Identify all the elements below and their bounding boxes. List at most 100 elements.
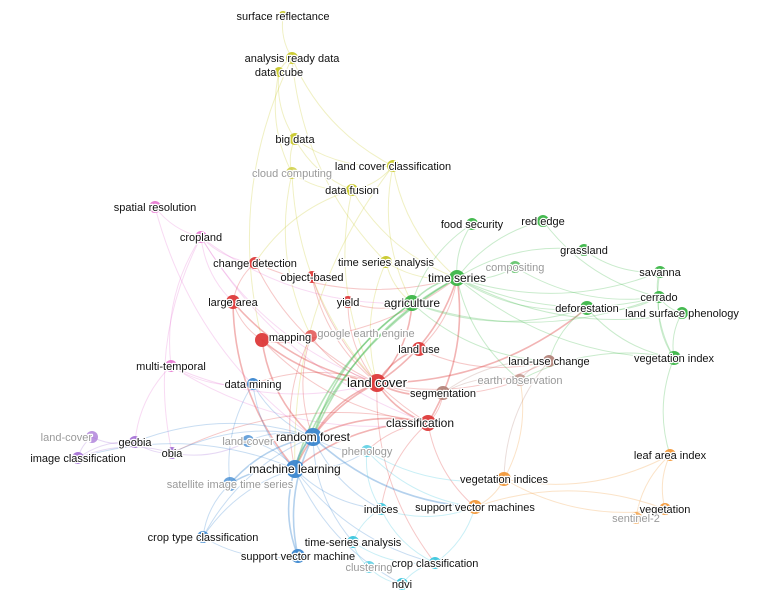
node-support-vector-machines[interactable] [468,500,482,514]
label-object-based: object-based [281,272,344,284]
node-sentinel-2[interactable] [630,512,642,524]
node-mapping[interactable] [255,333,269,347]
node-land-surface-phenology[interactable] [676,307,688,319]
edge-grassland-time-series [456,247,585,279]
node-cloud-computing[interactable] [286,167,298,179]
label-land-surface-phenology: land surface phenology [625,308,739,320]
edge-cropland-large-area [200,236,234,303]
label-savanna: savanna [639,267,681,279]
node-support-vector-machine[interactable] [291,549,305,563]
edge-cloud-computing-land-cover [291,172,378,384]
node-ndvi[interactable] [396,578,408,590]
node-geobia[interactable] [129,436,141,448]
edge-grassland-savanna [583,249,661,273]
edge-land-cover-classification-agriculture [387,165,413,304]
label-google-earth-engine: google earth engine [317,328,414,340]
label-crop-classification: crop classification [392,558,479,570]
node-time-series[interactable] [449,270,465,286]
edge-agriculture-cerrado [411,296,660,323]
node-data-cube[interactable] [274,67,284,77]
label-vegetation-index: vegetation index [634,353,715,365]
edge-land-cover-deforestation [376,307,588,384]
label-deforestation: deforestation [555,303,619,315]
label-image-classification: image classification [30,453,125,465]
node-machine-learning[interactable] [286,460,304,478]
edge-object-based-land-cover [311,276,378,384]
node-analysis-ready-data[interactable] [286,52,298,64]
node-vegetation[interactable] [659,503,671,515]
label-compositing: compositing [486,262,545,274]
node-land-cover[interactable] [368,374,386,392]
node-google-earth-engine[interactable] [305,330,317,342]
node-indices[interactable] [375,503,387,515]
node-change-detection[interactable] [249,257,261,269]
edge-vegetation-indices-leaf-area-index [503,454,671,485]
node-savanna[interactable] [654,266,666,278]
node-classification[interactable] [420,415,436,431]
edge-agriculture-machine-learning [294,302,413,470]
node-phenology[interactable] [361,445,373,457]
node-crop-type-classification[interactable] [197,531,209,543]
node-food-security[interactable] [466,218,478,230]
edge-classification-random-forest [312,417,429,438]
node-grassland[interactable] [578,244,590,256]
edge-leaf-area-index-sentinel-2 [635,454,671,519]
label-clustering: clustering [345,562,392,574]
node-compositing[interactable] [509,261,521,273]
node-clustering[interactable] [363,561,375,573]
node-image-classification[interactable] [72,452,84,464]
edge-time-series-analysis-land-cover [369,261,387,384]
node-time-series-analysis[interactable] [380,256,392,268]
node-leaf-area-index[interactable] [664,449,676,461]
label-spatial-resolution: spatial resolution [114,202,197,214]
node-land-use-change[interactable] [543,355,555,367]
node-spatial-resolution[interactable] [149,201,161,213]
node-vegetation-indices[interactable] [497,472,511,486]
node-object-based[interactable] [306,271,318,283]
node-obia[interactable] [166,447,178,459]
node-data-mining[interactable] [247,378,259,390]
edge-machine-learning-crop-type-classification [202,468,296,538]
node-satellite-image-time-series[interactable] [223,477,237,491]
edge-analysis-ready-data-land-cover-classification [291,57,394,167]
edge-data-fusion-time-series [351,189,458,279]
node-land-cover-classification[interactable] [387,160,399,172]
node-random-forest[interactable] [304,428,322,446]
node-multi-temporal[interactable] [165,360,177,372]
node-large-area[interactable] [226,295,240,309]
edge-vegetation-index-leaf-area-index [662,357,675,456]
edge-multi-temporal-classification [170,365,429,427]
edge-time-series-vegetation-index [456,277,675,359]
edge-mapping-time-series [261,277,458,341]
edge-classification-indices [380,422,429,510]
edge-vegetation-indices-earth-observation [503,379,524,480]
node-red-edge[interactable] [537,215,549,227]
node-land-cover-blue[interactable] [242,435,254,447]
node-vegetation-index[interactable] [667,351,681,365]
node-cropland[interactable] [195,231,207,243]
node-big-data[interactable] [289,133,301,145]
node-time-series-analysis-2[interactable] [347,536,359,548]
edge-time-series-analysis-2-crop-classification [352,541,436,565]
node-cerrado[interactable] [653,291,665,303]
edge-agriculture-land-use-change [411,302,550,362]
node-crop-classification[interactable] [429,557,441,569]
edge-deforestation-vegetation-index [586,307,675,359]
edge-multi-temporal-geobia [134,365,172,443]
node-segmentation[interactable] [436,386,450,400]
node-deforestation[interactable] [580,301,594,315]
node-land-use[interactable] [412,342,426,356]
node-agriculture[interactable] [404,295,420,311]
node-earth-observation[interactable] [514,374,526,386]
node-data-fusion[interactable] [346,184,358,196]
node-surface-reflectance[interactable] [278,11,288,21]
node-land-cover-purple[interactable] [86,431,98,443]
edge-vegetation-indices-vegetation [503,478,666,513]
edge-obia-image-classification [77,446,173,459]
node-yield[interactable] [342,296,354,308]
label-red-edge: red edge [521,216,564,228]
label-food-security: food security [441,219,504,231]
label-data-cube: data cube [255,67,303,79]
edge-phenology-support-vector-machines [366,450,476,508]
